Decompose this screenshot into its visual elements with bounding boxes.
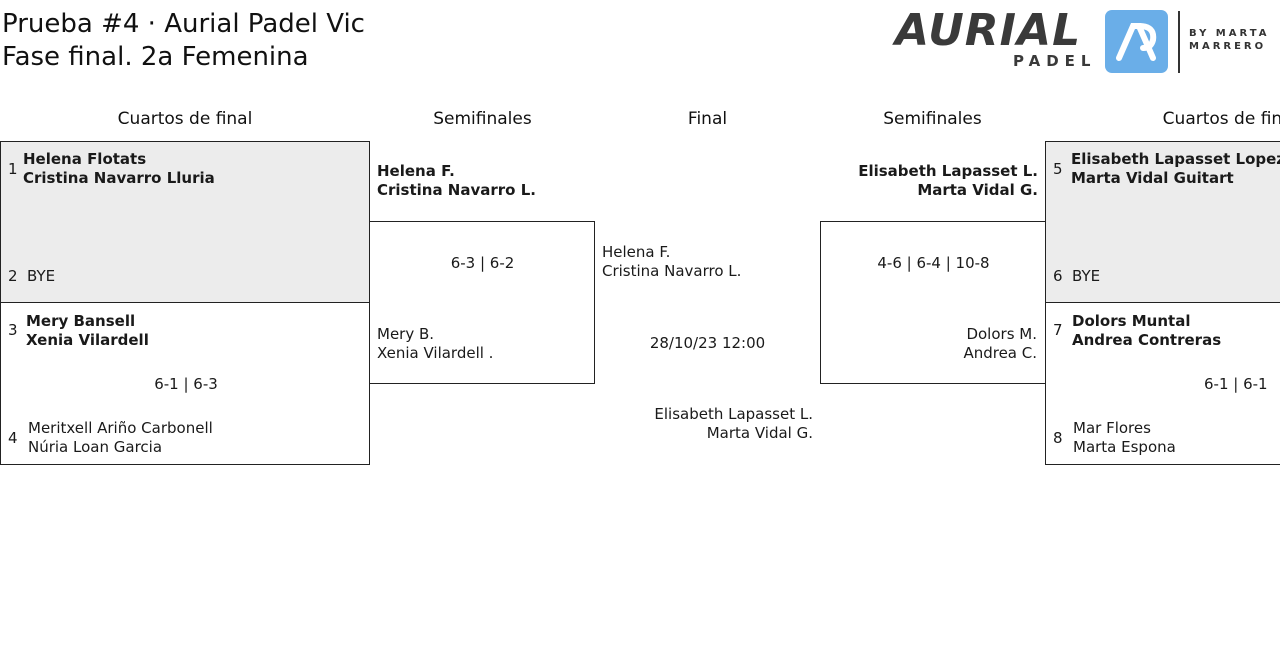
logo-badge-icon <box>1105 10 1168 73</box>
player-name: Mery B. <box>377 325 435 343</box>
player-name: Elisabeth Lapasset Lopez <box>1071 150 1280 168</box>
page-title: Prueba #4 · Aurial Padel Vic Fase final.… <box>2 8 365 74</box>
player-name: Dolors Muntal <box>1072 312 1191 330</box>
seed-number: 5 <box>1053 160 1063 178</box>
seed-number: 1 <box>8 160 18 178</box>
player-name: Marta Vidal G. <box>917 181 1038 199</box>
player-name: Mar Flores <box>1073 419 1151 437</box>
player-name: Helena F. <box>377 162 455 180</box>
player-name: Andrea Contreras <box>1072 331 1222 349</box>
player-name: BYE <box>1072 267 1101 285</box>
player-name: Helena Flotats <box>23 150 147 168</box>
player-name: Meritxell Ariño Carbonell <box>28 419 213 437</box>
sf-right-match[interactable]: 4-6 | 6-4 | 10-8 Dolors M. Andrea C. <box>820 221 1046 384</box>
logo-divider <box>1178 11 1180 73</box>
aurial-logo: AURIAL PADEL BY MARTA MARRERO <box>895 5 1275 78</box>
qf-left-match-2[interactable]: 3 Mery Bansell Xenia Vilardell 6-1 | 6-3… <box>0 302 370 465</box>
logo-brand: AURIAL <box>895 5 1082 56</box>
player-name: Cristina Navarro L. <box>377 181 536 199</box>
player-name: Cristina Navarro Lluria <box>23 169 215 187</box>
player-name: Andrea C. <box>963 344 1037 362</box>
round-header-right-sf: Semifinales <box>883 109 982 129</box>
seed-number: 2 <box>8 267 18 285</box>
player-name: Xenia Vilardell <box>26 331 149 349</box>
qf-left-match-1[interactable]: 1 Helena Flotats Cristina Navarro Lluria… <box>0 141 370 303</box>
qf-right-match-2[interactable]: 7 Dolors Muntal Andrea Contreras 6-1 | 6… <box>1045 302 1280 465</box>
match-score: 6-1 | 6-3 <box>154 375 218 393</box>
player-name: Cristina Navarro L. <box>602 262 742 280</box>
title-line1: Prueba #4 · Aurial Padel Vic <box>2 9 365 39</box>
logo-by-line1: BY MARTA <box>1189 28 1270 39</box>
logo-by-line2: MARRERO <box>1189 41 1267 52</box>
player-name: Mery Bansell <box>26 312 136 330</box>
title-line2: Fase final. 2a Femenina <box>2 42 309 72</box>
seed-number: 3 <box>8 321 18 339</box>
sf-left-match[interactable]: 6-3 | 6-2 Mery B. Xenia Vilardell . <box>369 221 595 384</box>
match-datetime: 28/10/23 12:00 <box>649 334 766 352</box>
seed-number: 8 <box>1053 429 1063 447</box>
round-header-left-sf: Semifinales <box>433 109 532 129</box>
player-name: Xenia Vilardell . <box>377 344 494 362</box>
player-name: Marta Vidal Guitart <box>1071 169 1234 187</box>
player-name: Marta Espona <box>1073 438 1176 456</box>
qf-right-match-1[interactable]: 5 Elisabeth Lapasset Lopez Marta Vidal G… <box>1045 141 1280 303</box>
seed-number: 4 <box>8 429 18 447</box>
player-name: Núria Loan Garcia <box>28 438 163 456</box>
player-name: Elisabeth Lapasset L. <box>654 405 813 423</box>
round-header-final: Final <box>687 109 728 129</box>
logo-sub: PADEL <box>1013 52 1097 70</box>
player-name: Helena F. <box>602 243 671 261</box>
player-name: BYE <box>27 267 56 285</box>
round-header-left-qf: Cuartos de final <box>117 109 253 129</box>
player-name: Marta Vidal G. <box>706 424 813 442</box>
seed-number: 7 <box>1053 321 1063 339</box>
round-header-right-qf: Cuartos de final <box>1162 109 1280 129</box>
player-name: Elisabeth Lapasset L. <box>858 162 1038 180</box>
final-match[interactable]: Helena F. Cristina Navarro L. 28/10/23 1… <box>595 221 820 461</box>
match-score: 6-1 | 6-1 <box>1204 375 1268 393</box>
match-score: 4-6 | 6-4 | 10-8 <box>877 254 990 272</box>
match-score: 6-3 | 6-2 <box>450 254 515 272</box>
player-name: Dolors M. <box>966 325 1037 343</box>
seed-number: 6 <box>1053 267 1063 285</box>
